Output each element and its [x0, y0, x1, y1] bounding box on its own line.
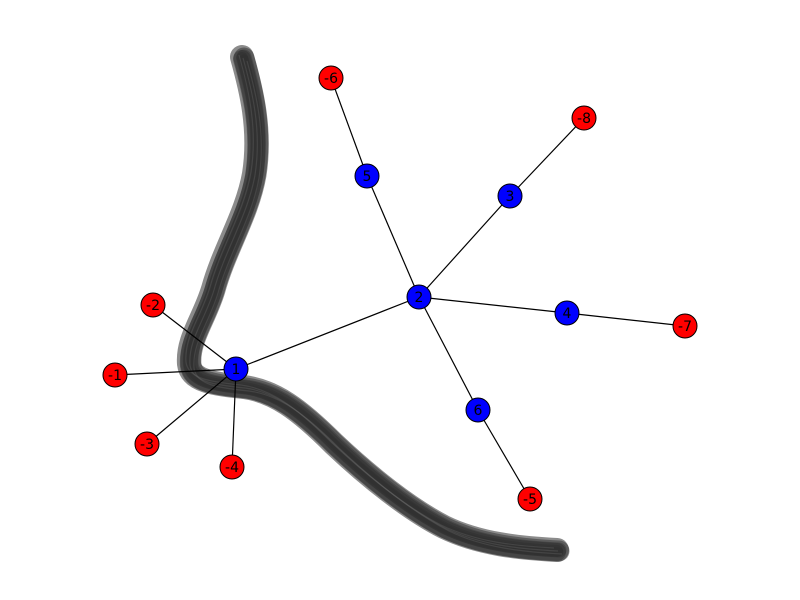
edge-1--4 [231, 368, 237, 468]
road-stroke [179, 50, 566, 561]
nodes: 1 2 3 4 5 6 -1 -2 -3 -4 -5 -6 -7 -8 [102, 65, 698, 512]
edge-2-6 [418, 296, 479, 411]
node-circle--5 [517, 486, 543, 512]
node-6: 6 [465, 397, 491, 423]
node-4: 4 [554, 300, 580, 326]
node-circle-2 [406, 284, 432, 310]
node-2: 2 [406, 284, 432, 310]
edge-1--3 [146, 368, 237, 445]
edge-6--5 [477, 409, 531, 500]
node-circle-3 [497, 183, 523, 209]
node-circle--2 [140, 292, 166, 318]
node-label-1: 1 [232, 362, 241, 378]
node-circle--4 [219, 454, 245, 480]
road-background [176, 45, 570, 562]
edge-2-3 [418, 195, 511, 298]
edge-1-2 [235, 296, 420, 370]
node--7: -7 [672, 313, 698, 339]
node--4: -4 [219, 454, 245, 480]
node-label--5: -5 [523, 492, 537, 508]
node-circle-1 [223, 356, 249, 382]
node-label--1: -1 [108, 368, 122, 384]
node-label--8: -8 [577, 111, 591, 127]
node-circle-4 [554, 300, 580, 326]
node-circle-6 [465, 397, 491, 423]
node--3: -3 [134, 431, 160, 457]
node-1: 1 [223, 356, 249, 382]
road-stroke [186, 54, 564, 557]
edges [114, 77, 686, 500]
node-label--3: -3 [140, 437, 154, 453]
edge-1--2 [152, 304, 237, 370]
node-label--4: -4 [225, 460, 239, 476]
node-5: 5 [354, 163, 380, 189]
node-3: 3 [497, 183, 523, 209]
node-label-4: 4 [563, 306, 572, 322]
edge-4--7 [566, 312, 686, 327]
node-label-6: 6 [474, 403, 483, 419]
edge-3--8 [509, 117, 585, 197]
node--8: -8 [571, 105, 597, 131]
node-circle--1 [102, 362, 128, 388]
node--5: -5 [517, 486, 543, 512]
edge-2-5 [366, 175, 420, 298]
node-label--2: -2 [146, 298, 160, 314]
node-circle-5 [354, 163, 380, 189]
edge-1--1 [114, 368, 237, 376]
road-stroke [180, 47, 570, 562]
edge-2-4 [418, 296, 568, 314]
node--1: -1 [102, 362, 128, 388]
node-circle--6 [318, 65, 344, 91]
node-circle--7 [672, 313, 698, 339]
node-label--6: -6 [324, 71, 338, 87]
node-label-3: 3 [506, 189, 515, 205]
node--6: -6 [318, 65, 344, 91]
road-stroke [183, 49, 567, 558]
road-stroke [182, 52, 563, 557]
node-label-5: 5 [363, 169, 372, 185]
road-texture [193, 60, 563, 555]
road-texture [189, 57, 559, 552]
node-label--7: -7 [678, 319, 692, 335]
edge-5--6 [330, 77, 368, 177]
node-label-2: 2 [415, 290, 424, 306]
node-circle--8 [571, 105, 597, 131]
node-circle--3 [134, 431, 160, 457]
road-texture [185, 54, 555, 549]
node--2: -2 [140, 292, 166, 318]
